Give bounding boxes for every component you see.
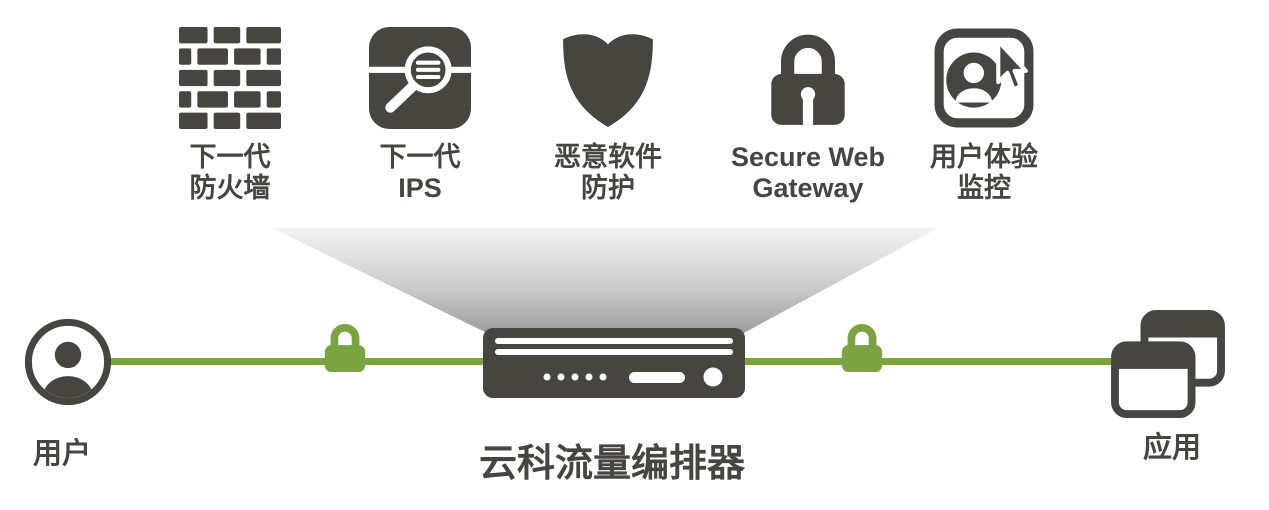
apps-windows-icon xyxy=(1111,310,1225,418)
green-lock-left-icon xyxy=(324,324,366,373)
service-next-gen-firewall: 下一代防火墙 xyxy=(120,22,340,204)
user-monitor-icon xyxy=(934,28,1034,128)
service-label-firewall: 下一代防火墙 xyxy=(189,142,271,203)
apps-label: 应用 xyxy=(1142,432,1201,464)
service-malware-protection: 恶意软件防护 xyxy=(498,22,718,204)
service-ux-monitoring: 用户体验监控 xyxy=(874,22,1094,204)
orchestrator-label: 云科流量编排器 xyxy=(478,443,745,485)
service-label-malware: 恶意软件防护 xyxy=(554,142,662,203)
user-icon xyxy=(24,318,112,406)
orchestrator-appliance-icon xyxy=(483,328,745,398)
green-lock-right-icon xyxy=(841,324,883,373)
firewall-icon xyxy=(179,27,281,129)
shield-icon xyxy=(563,34,653,127)
user-label: 用户 xyxy=(32,438,91,470)
service-label-ux: 用户体验监控 xyxy=(930,142,1038,203)
lock-icon xyxy=(771,34,845,125)
ips-magnifier-icon xyxy=(369,27,471,129)
